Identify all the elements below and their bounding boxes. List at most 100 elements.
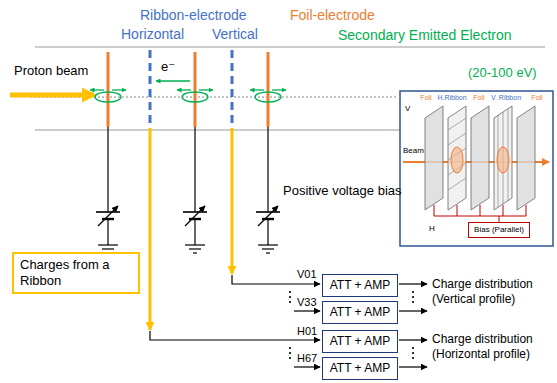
electrode-label: Horizontal	[121, 26, 184, 42]
electrode-label: Ribbon-electrode	[140, 7, 247, 23]
wire	[526, 205, 527, 216]
battery-plate	[183, 211, 207, 213]
strip	[448, 178, 466, 190]
output-line	[399, 366, 427, 367]
output-line	[399, 310, 427, 311]
wire	[267, 219, 268, 245]
ground-symbol	[189, 248, 201, 249]
inset-label: V. Ribbon	[491, 94, 521, 102]
emission-loop	[182, 92, 208, 102]
ground-symbol	[193, 252, 197, 253]
dot	[289, 296, 291, 298]
axis-label: H	[429, 224, 435, 233]
electron-emission	[90, 81, 286, 102]
dot	[412, 296, 414, 298]
signal-wire	[231, 128, 234, 274]
dot	[412, 357, 414, 359]
variable-arrow	[185, 206, 205, 226]
foil-electrode	[194, 52, 197, 127]
wire	[434, 205, 435, 216]
amplifier-box: ATT + AMP	[322, 301, 398, 324]
emission-loop	[255, 92, 281, 102]
beam-spot	[451, 147, 463, 173]
electron-arrow	[90, 89, 104, 90]
inset-label: H.Ribbon	[437, 94, 466, 102]
ground-symbol	[266, 252, 270, 253]
channel-label: V33	[297, 296, 317, 309]
electron-label: Secondary Emitted Electron	[338, 27, 512, 43]
ribbon-strips	[448, 109, 508, 207]
amplifier-box: ATT + AMP	[322, 357, 398, 380]
bias-box: Bias (Parallel)	[468, 222, 530, 238]
output-line	[399, 283, 427, 284]
ribbon-plane	[448, 106, 466, 210]
dot	[289, 357, 291, 359]
axis-label: V	[405, 104, 410, 113]
signal-line	[150, 331, 320, 340]
dot	[412, 347, 414, 349]
electron-arrow	[272, 89, 286, 90]
energy-label: (20-100 eV)	[468, 66, 537, 81]
wire	[267, 127, 268, 212]
bias-wiring	[434, 205, 526, 222]
beam-arrow	[10, 93, 94, 98]
wire	[503, 205, 504, 216]
inset-planes	[425, 106, 535, 210]
bias-circuit	[96, 127, 280, 253]
dot	[412, 291, 414, 293]
output-line	[399, 339, 427, 340]
dot	[289, 301, 291, 303]
signal-lines	[150, 275, 427, 367]
note-box: Charges from a Ribbon	[12, 252, 140, 294]
wire	[107, 127, 108, 212]
variable-arrow	[258, 206, 278, 226]
inset-label: Foil	[473, 94, 484, 102]
ground-symbol	[258, 244, 278, 245]
amplifier-box: ATT + AMP	[322, 330, 398, 353]
dot	[289, 347, 291, 349]
inset-label: Foil	[420, 94, 431, 102]
wire	[480, 205, 481, 216]
ribbon-plane	[494, 106, 512, 210]
box-text: ATT + AMP	[330, 361, 391, 375]
ribbon-electrode	[231, 50, 234, 127]
electron-arrow	[250, 89, 264, 90]
bias-label: Positive voltage bias	[283, 184, 402, 199]
strip	[448, 133, 466, 145]
emission-loop	[95, 92, 121, 102]
ribbon-electrode	[149, 50, 152, 127]
output-label: Charge distribution (Horizontal profile)	[432, 332, 554, 362]
foil-electrode	[267, 52, 270, 127]
dot	[412, 301, 414, 303]
output-label: Charge distribution (Vertical profile)	[432, 277, 554, 307]
ground-symbol	[102, 248, 114, 249]
amplifier-box: ATT + AMP	[322, 274, 398, 297]
box-text: Bias (Parallel)	[474, 225, 524, 235]
strip	[448, 118, 466, 130]
foil-plane	[425, 106, 443, 210]
channel-label: H01	[297, 325, 317, 338]
wire	[434, 216, 526, 217]
chamber-wall	[35, 129, 400, 130]
box-text: ATT + AMP	[330, 334, 391, 348]
electron-arrow	[156, 80, 190, 81]
electron-arrow	[112, 89, 126, 90]
ground-symbol	[262, 248, 274, 249]
electrode-label: Vertical	[212, 26, 258, 42]
inset-label: Beam	[403, 146, 424, 155]
wire	[107, 219, 108, 245]
inset-frame	[400, 91, 553, 246]
dot	[412, 352, 414, 354]
ellipsis-dots	[289, 291, 414, 359]
foil-electrode	[107, 52, 110, 127]
wire	[457, 205, 458, 216]
electron-arrow	[199, 89, 213, 90]
signal-wire	[149, 128, 152, 330]
electrode-label: Foil-electrode	[290, 7, 375, 23]
box-text: ATT + AMP	[330, 278, 391, 292]
ground-symbol	[98, 244, 118, 245]
wire	[194, 219, 195, 245]
beam-spot	[497, 147, 509, 173]
